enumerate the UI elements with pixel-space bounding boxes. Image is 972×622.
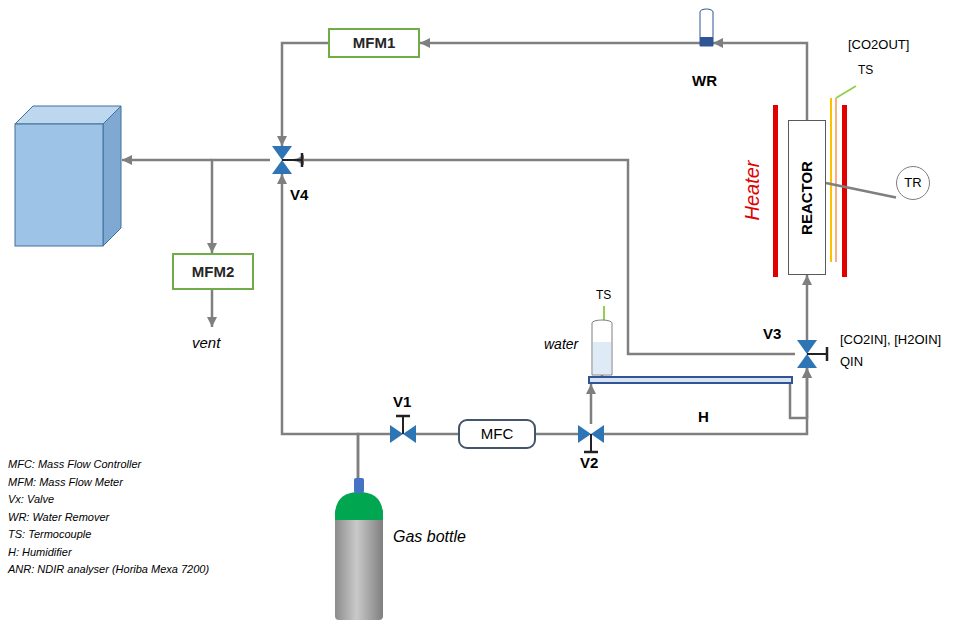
shape-outline: [390, 424, 416, 444]
valve: V4: [270, 146, 294, 174]
sensor-label: TS: [596, 289, 611, 303]
node-label: REACTOR: [798, 161, 815, 235]
shape-outline: [578, 424, 604, 444]
shape-outline: [592, 320, 612, 375]
flow-label: QIN: [840, 355, 863, 370]
valve: V1: [390, 424, 416, 444]
flow-meter-box: MFM1: [328, 28, 420, 58]
gas-line: [713, 43, 807, 120]
node-label: water: [544, 336, 578, 352]
abbreviation-note: WR: Water Remover: [8, 511, 109, 524]
gas-line: [212, 160, 270, 253]
gas-line: [282, 174, 358, 478]
flow-meter-box: MFM2: [172, 253, 254, 290]
valve: V2: [578, 424, 604, 444]
heater-bar: [842, 105, 847, 277]
gas-line: [358, 434, 390, 478]
shape-outline: [700, 8, 713, 46]
gas-line: [420, 42, 700, 45]
node-label: TR: [904, 176, 921, 191]
humidifier: H: [588, 376, 793, 384]
vent-label: vent: [192, 334, 220, 351]
abbreviation-note: TS: Termocouple: [8, 528, 91, 541]
shape-outline: [795, 340, 819, 368]
node-label: MFC: [481, 425, 514, 442]
thermocouple-wire: [830, 98, 832, 262]
thermocouple-wire: [835, 98, 837, 262]
water-remover: WR: [700, 8, 713, 46]
gas-line: [826, 183, 896, 198]
gas-line: [806, 275, 809, 340]
node-label: WR: [692, 72, 717, 89]
reactor: REACTOR: [788, 120, 826, 275]
abbreviation-note: MFC: Mass Flow Controller: [8, 458, 141, 471]
node-label: MFM1: [353, 34, 396, 51]
mass-flow-controller: MFC: [458, 419, 536, 449]
abbreviation-note: ANR: NDIR analyser (Horiba Mexa 7200): [8, 563, 209, 576]
gas-bottle: Gas bottle: [335, 478, 383, 620]
node-label: MFM2: [192, 263, 235, 280]
node-label: V3: [763, 325, 781, 342]
gas-line: [536, 433, 578, 436]
temperature-gauge: TR: [896, 166, 930, 200]
abbreviation-note: Vx: Valve: [8, 493, 54, 506]
node-label: V1: [393, 393, 411, 410]
port-label: [CO2OUT]: [848, 38, 909, 53]
heater-bar: [773, 105, 778, 277]
abbreviation-note: MFM: Mass Flow Meter: [8, 476, 123, 489]
analyser-cube: [15, 106, 121, 246]
valve: V3: [795, 340, 819, 368]
gas-line: [416, 433, 458, 436]
port-label: [CO2IN], [H2OIN]: [840, 333, 941, 348]
node-label: Gas bottle: [393, 528, 466, 546]
shape-outline: [335, 478, 383, 620]
shape-outline: [270, 146, 294, 174]
gas-line: [282, 43, 328, 146]
node-label: V4: [290, 186, 308, 203]
abbreviation-note: H: Humidifier: [8, 546, 72, 559]
gas-line: [590, 384, 593, 424]
vent-line: [211, 290, 214, 327]
sensor-label: TS: [858, 64, 873, 78]
node-label: V2: [580, 454, 598, 471]
heater-label: Heater: [741, 160, 764, 220]
thermocouple-lead: [836, 86, 856, 98]
node-label: H: [698, 408, 709, 425]
gas-line: [294, 160, 795, 354]
water-reservoir: water: [592, 320, 612, 375]
gas-line: [122, 159, 212, 162]
